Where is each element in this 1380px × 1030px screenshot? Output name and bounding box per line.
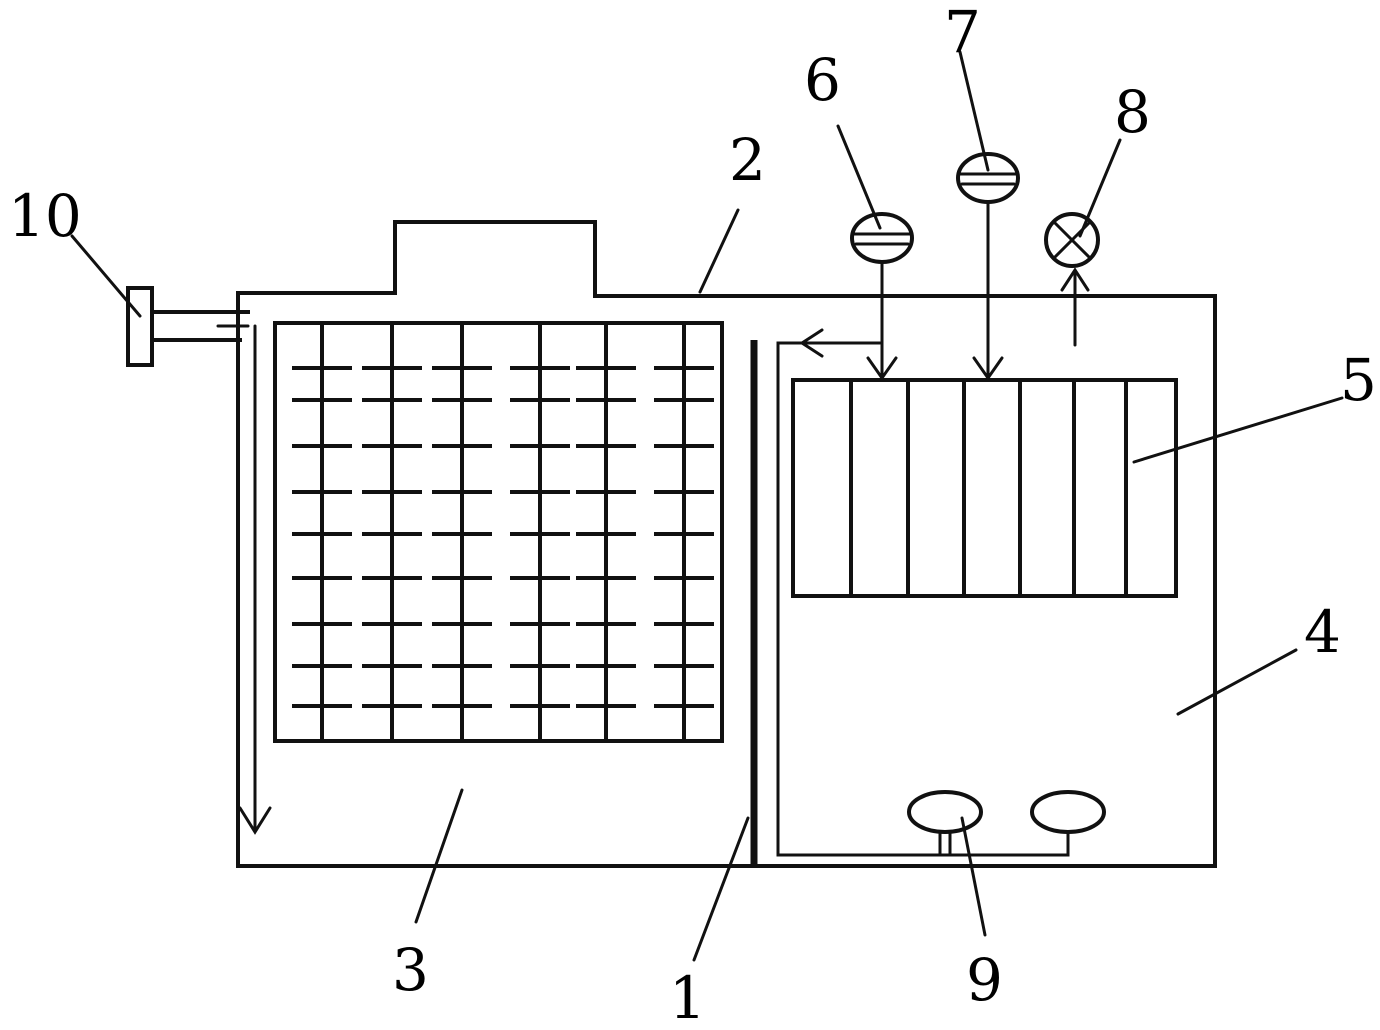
left-plate-frame [273, 321, 724, 743]
gauge-7-icon [956, 152, 1020, 204]
leader-7 [958, 50, 990, 172]
label-4: 4 [1304, 598, 1341, 666]
leader-8 [1078, 138, 1122, 238]
right-plate-frame [791, 378, 1178, 598]
label-1: 1 [669, 964, 706, 1030]
left-flow-arrowhead [238, 806, 272, 835]
left-plate-stack [273, 321, 724, 743]
leader-4 [1176, 648, 1298, 716]
leader-2 [698, 208, 740, 294]
label-7: 7 [944, 0, 981, 66]
label-5: 5 [1340, 346, 1377, 414]
gauge-7-arrowhead [972, 356, 1004, 381]
valve-8-arrowhead [1060, 267, 1090, 292]
valve-8-icon [1044, 212, 1100, 268]
leader-1 [692, 816, 750, 962]
aerator-right-icon [1030, 790, 1106, 834]
leader-3 [414, 788, 464, 924]
housing-outline [236, 220, 1217, 868]
leader-10 [70, 234, 142, 318]
label-2: 2 [729, 126, 766, 194]
label-6: 6 [804, 46, 841, 114]
gauge-6-arrowhead [866, 356, 898, 381]
label-9: 9 [966, 946, 1003, 1014]
label-8: 8 [1114, 78, 1151, 146]
gauge-6-icon [850, 212, 914, 264]
leader-6 [836, 124, 882, 230]
aerator-left-icon [907, 790, 983, 834]
right-loop-pipe [776, 341, 1070, 857]
leader-9 [960, 816, 987, 937]
right-plate-module [791, 378, 1178, 598]
label-3: 3 [392, 936, 429, 1004]
inlet-valve [126, 286, 154, 367]
label-10: 10 [8, 182, 82, 250]
leader-5 [1132, 396, 1344, 464]
